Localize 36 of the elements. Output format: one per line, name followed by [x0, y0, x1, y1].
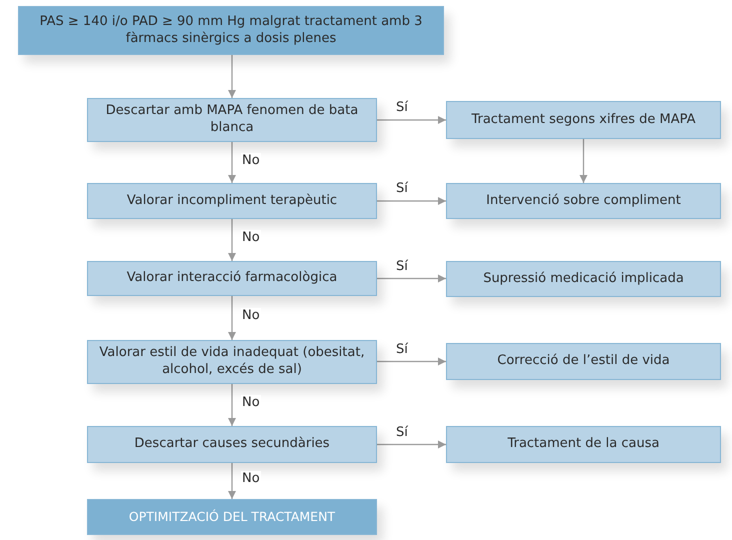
box-text: OPTIMITZACIÓ DEL TRACTAMENT — [128, 508, 336, 526]
process-box — [87, 499, 377, 535]
box-text: Tractament segons xifres de MAPA — [471, 112, 696, 128]
arrow — [377, 116, 446, 124]
process-box — [446, 101, 721, 139]
arrow — [228, 384, 236, 426]
box-text: Intervenció sobre compliment — [486, 192, 681, 210]
process-box — [87, 426, 377, 463]
box-text: Supressió medicació implicada — [483, 270, 684, 288]
process-box — [87, 98, 377, 142]
box-text: Valorar interacció farmacològica — [126, 270, 338, 287]
arrow — [580, 139, 588, 183]
arrow — [228, 463, 236, 499]
arrow — [228, 296, 236, 340]
process-box — [446, 426, 721, 463]
arrow — [377, 440, 446, 448]
process-box — [87, 261, 377, 296]
process-box — [446, 261, 721, 297]
process-box — [446, 183, 721, 219]
process-box — [87, 183, 377, 219]
arrow — [228, 219, 236, 261]
arrow — [377, 358, 446, 366]
box-text: Correcció de l’estil de vida — [497, 353, 670, 370]
box-text: Descartar amb MAPA fenomen de bata blanca — [104, 103, 360, 137]
process-box — [446, 343, 721, 380]
box-text: Descartar causes secundàries — [134, 436, 330, 453]
arrow — [228, 142, 236, 183]
box-text: PAS ≥ 140 i/o PAD ≥ 90 mm Hg malgrat tractament amb 3 fàrmacs sinèrgics a dosis plenes — [38, 14, 424, 48]
box-text: Valorar incompliment terapèutic — [126, 192, 338, 210]
process-box — [87, 340, 377, 384]
box-text: Valorar estil de vida inadequat (obesitat, alcohol, excés de sal) — [98, 345, 366, 379]
arrow — [228, 55, 236, 98]
arrow — [377, 274, 446, 282]
box-text: Tractament de la causa — [508, 436, 660, 453]
arrow — [377, 197, 446, 205]
process-box — [18, 6, 444, 55]
